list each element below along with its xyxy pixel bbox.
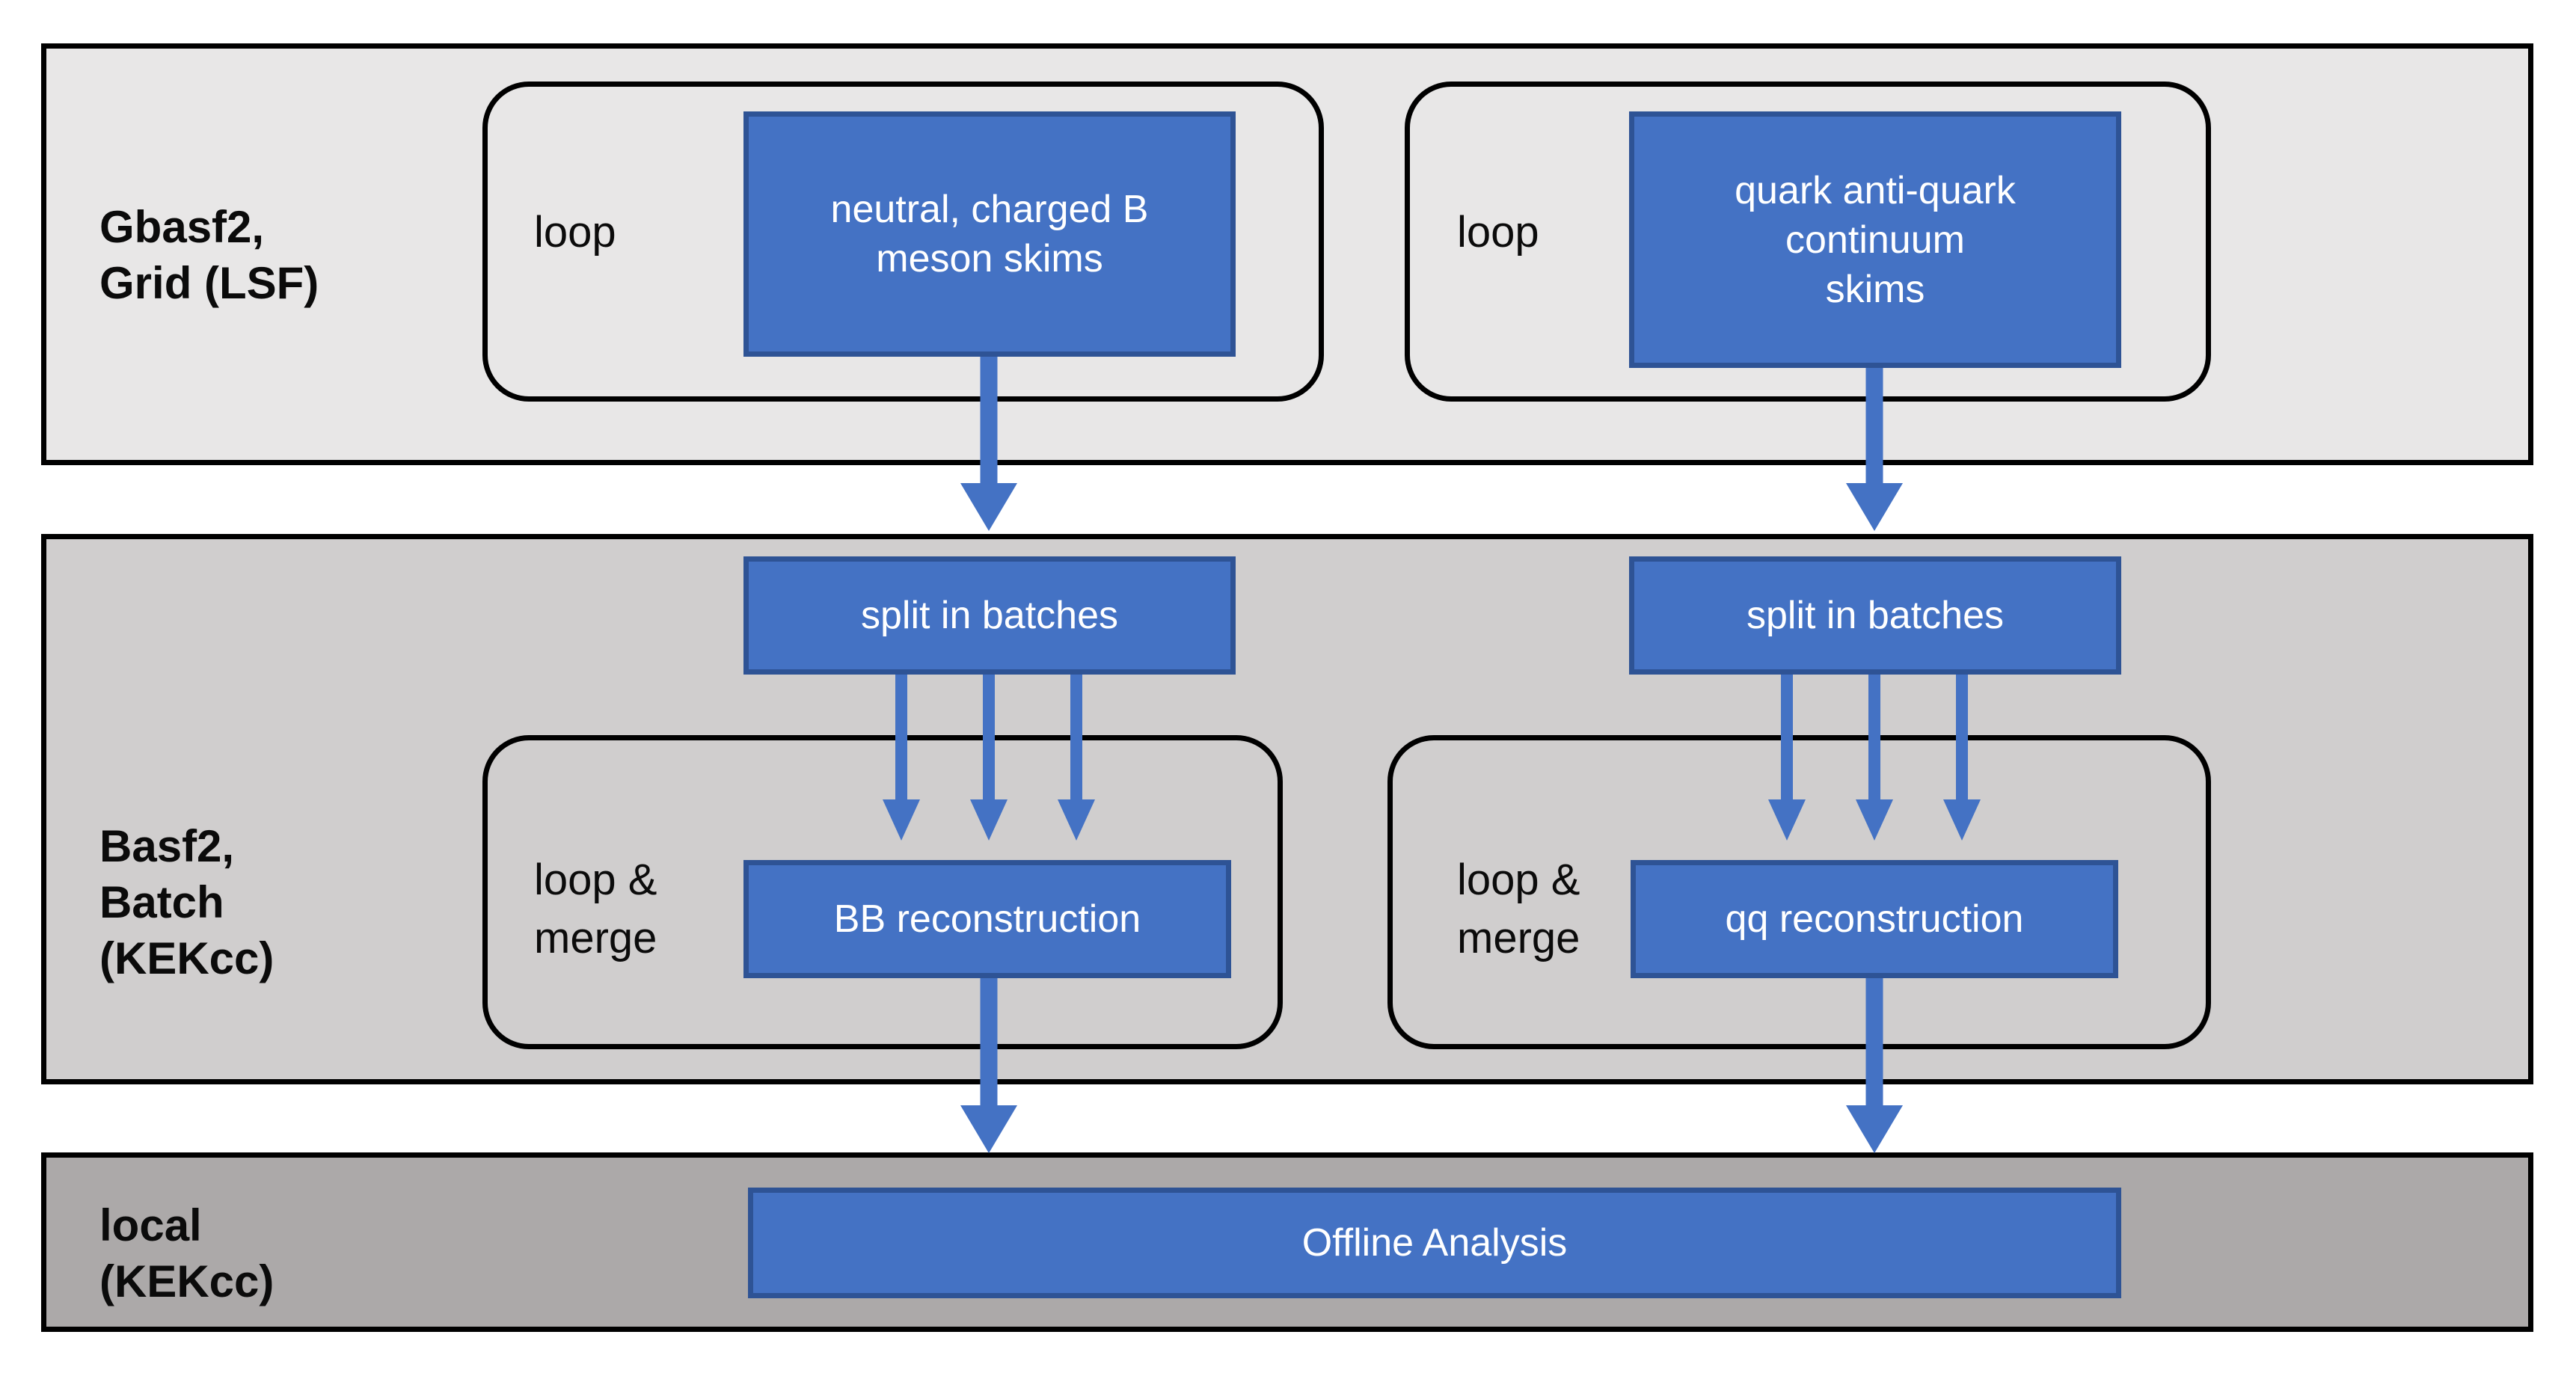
node-offline-analysis-label: Offline Analysis [1301, 1221, 1568, 1265]
arrow-shaft [980, 353, 998, 483]
node-split-batches-left-label: split in batches [861, 594, 1118, 637]
loop-merge-label-left: loop & merge [534, 851, 657, 968]
node-qq-reconstruction-label: qq reconstruction [1725, 897, 2024, 941]
band-batch-label-line2: Batch [99, 877, 224, 927]
band-grid-label-line2: Grid (LSF) [99, 258, 319, 308]
band-batch-label: Basf2, Batch (KEKcc) [99, 818, 274, 986]
arrow-bb-reco-to-offline-icon [960, 975, 1017, 1153]
arrow-shaft [1070, 672, 1082, 799]
arrow-split-right-batch-3-icon [1943, 672, 1981, 841]
band-batch-label-line1: Basf2, [99, 821, 235, 871]
arrow-shaft [1956, 672, 1968, 799]
arrow-head [1856, 799, 1893, 841]
node-offline-analysis: Offline Analysis [748, 1188, 2121, 1298]
node-split-batches-left: split in batches [743, 556, 1236, 675]
node-continuum-skims-line3: skims [1825, 267, 1925, 311]
arrow-split-left-batch-3-icon [1058, 672, 1095, 841]
arrow-head [1768, 799, 1806, 841]
arrow-qq-reco-to-offline-icon [1846, 975, 1903, 1153]
node-split-batches-right: split in batches [1629, 556, 2121, 675]
arrow-head [1943, 799, 1981, 841]
arrow-head [1846, 483, 1903, 531]
band-grid-label-line1: Gbasf2, [99, 202, 265, 252]
band-local-label-line1: local [99, 1200, 202, 1250]
node-continuum-skims-line1: quark anti-quark [1735, 168, 2016, 212]
node-split-batches-right-label: split in batches [1747, 594, 2004, 637]
arrow-head [960, 483, 1017, 531]
node-continuum-skims: quark anti-quark continuum skims [1629, 111, 2121, 368]
arrow-head [970, 799, 1008, 841]
node-bb-reconstruction-label: BB reconstruction [833, 897, 1141, 941]
loop-merge-label-right-line1: loop & [1457, 856, 1580, 904]
arrow-shaft [1865, 364, 1883, 483]
arrow-shaft [895, 672, 907, 799]
arrow-q-skims-to-split-icon [1846, 364, 1903, 531]
loop-merge-label-left-line1: loop & [534, 856, 657, 904]
loop-label-left: loop [534, 208, 616, 257]
arrow-head [1846, 1105, 1903, 1153]
arrow-split-left-batch-2-icon [970, 672, 1008, 841]
band-local-label-line2: (KEKcc) [99, 1256, 275, 1306]
band-local-label: local (KEKcc) [99, 1197, 274, 1309]
arrow-shaft [1865, 975, 1883, 1105]
loop-merge-container-bb [482, 735, 1283, 1049]
band-grid-label: Gbasf2, Grid (LSF) [99, 199, 319, 311]
node-bb-reconstruction: BB reconstruction [743, 860, 1231, 978]
loop-merge-label-left-line2: merge [534, 914, 657, 962]
arrow-split-left-batch-1-icon [883, 672, 920, 841]
node-qq-reconstruction: qq reconstruction [1631, 860, 2118, 978]
arrow-shaft [1868, 672, 1880, 799]
node-continuum-skims-line2: continuum [1785, 218, 1965, 262]
loop-container-q-skims [1405, 82, 2211, 402]
node-b-meson-skims: neutral, charged B meson skims [743, 111, 1236, 357]
loop-merge-container-qq [1387, 735, 2211, 1049]
arrow-split-right-batch-1-icon [1768, 672, 1806, 841]
arrow-split-right-batch-2-icon [1856, 672, 1893, 841]
loop-container-b-skims [482, 82, 1324, 402]
loop-merge-label-right: loop & merge [1457, 851, 1580, 968]
arrow-b-skims-to-split-icon [960, 353, 1017, 531]
arrow-shaft [1781, 672, 1793, 799]
arrow-head [960, 1105, 1017, 1153]
arrow-shaft [980, 975, 998, 1105]
loop-label-right: loop [1457, 208, 1539, 257]
band-batch-label-line3: (KEKcc) [99, 933, 275, 983]
loop-merge-label-right-line2: merge [1457, 914, 1580, 962]
node-b-meson-skims-line2: meson skims [876, 237, 1103, 280]
arrow-head [1058, 799, 1095, 841]
node-b-meson-skims-line1: neutral, charged B [830, 188, 1149, 231]
arrow-shaft [983, 672, 995, 799]
arrow-head [883, 799, 920, 841]
